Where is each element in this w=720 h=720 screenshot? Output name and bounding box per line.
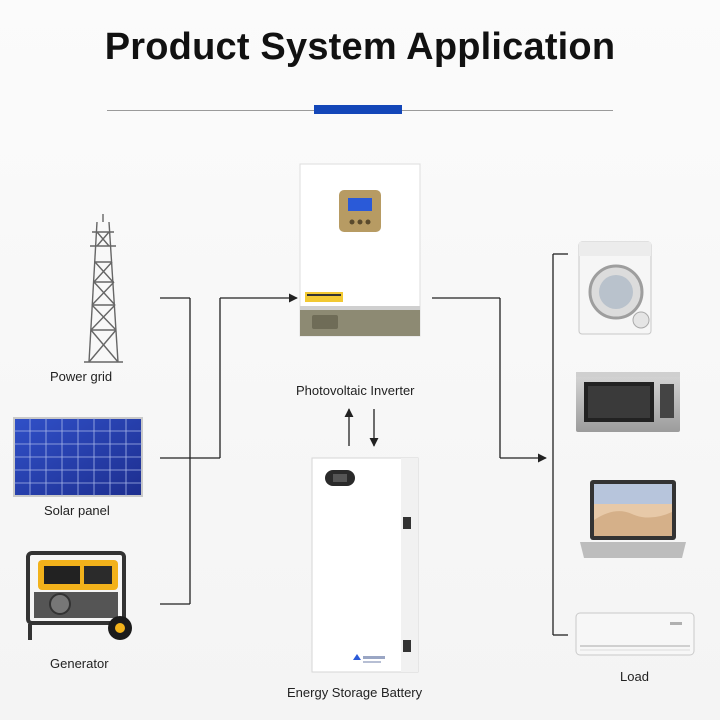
power-tower-icon	[84, 214, 123, 363]
solar-panel-icon	[13, 417, 143, 497]
label-power-grid: Power grid	[50, 369, 113, 384]
microwave-icon	[576, 372, 680, 432]
label-generator: Generator	[50, 656, 109, 671]
label-load: Load	[620, 669, 649, 684]
label-inverter: Photovoltaic Inverter	[296, 383, 415, 398]
source-connectors	[160, 293, 298, 605]
battery-unit	[311, 457, 419, 673]
label-solar-panel: Solar panel	[44, 503, 110, 518]
label-battery: Energy Storage Battery	[287, 685, 423, 700]
generator-icon	[26, 551, 132, 640]
inverter-battery-arrows	[344, 408, 379, 447]
title-accent-bar	[314, 105, 402, 114]
air-conditioner-icon	[575, 612, 695, 656]
load-connectors	[432, 253, 568, 636]
laptop-icon	[580, 480, 686, 558]
washing-machine-icon	[578, 241, 652, 335]
page-title: Product System Application	[104, 26, 616, 68]
inverter-unit	[299, 163, 421, 337]
